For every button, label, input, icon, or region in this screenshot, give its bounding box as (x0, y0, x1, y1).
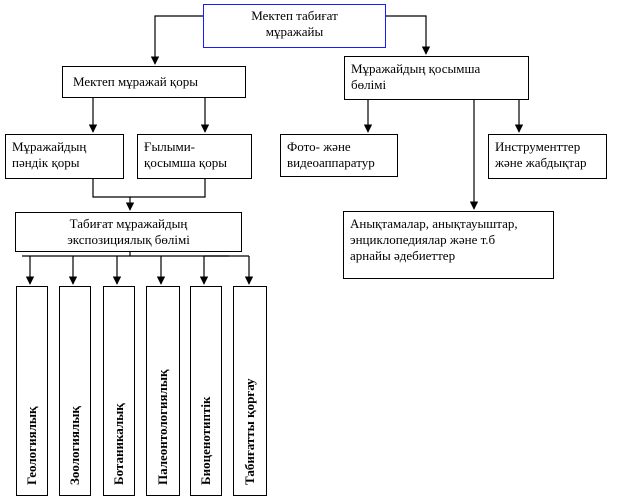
scientific-line2: қосымша қоры (144, 155, 227, 170)
section-paleontology-label: Палеонтологиялық (155, 369, 170, 485)
auxiliary-box: Мұражайдың қосымша бөлімі (344, 56, 529, 100)
root-box: Мектеп табиғат мұражайы (203, 4, 386, 48)
photo-line2: видеоаппаратур (287, 155, 375, 170)
exposition-line2: экспозициялық бөлімі (67, 232, 190, 247)
collection-box: Мектеп мұражай қоры (62, 66, 246, 98)
link-root-right (386, 15, 431, 55)
references-box: Анықтамалар, анықтауыштар, энциклопедиял… (343, 211, 554, 279)
exposition-box: Табиғат мұражайдың экспозициялық бөлімі (15, 212, 242, 252)
auxiliary-line1: Мұражайдың қосымша (351, 61, 481, 76)
section-botany: Ботаникалық (103, 286, 135, 496)
subject-line2: пәндік қоры (12, 155, 80, 170)
references-line3: арнайы әдебиеттер (350, 248, 456, 263)
section-nature-protection: Табиғатты қорғау (233, 286, 267, 496)
collection-title: Мектеп мұражай қоры (73, 74, 198, 89)
references-line2: энциклопедиялар және т.б (350, 232, 496, 247)
root-line2: мұражайы (265, 24, 324, 39)
link-scientific-exposition (130, 179, 206, 198)
subject-collection-box: Мұражайдың пәндік қоры (5, 134, 124, 179)
photo-line1: Фото- және (287, 139, 351, 154)
scientific-line1: Ғылыми- (144, 139, 195, 154)
section-biocenosis-label: Биоценотиптік (198, 396, 213, 485)
section-zoology: Зоологиялық (59, 286, 91, 496)
references-line1: Анықтамалар, анықтауыштар, (350, 216, 518, 231)
scientific-collection-box: Ғылыми- қосымша қоры (137, 134, 252, 179)
section-paleontology: Палеонтологиялық (146, 286, 180, 496)
instruments-box: Инструменттер және жабдықтар (488, 134, 607, 179)
auxiliary-line2: бөлімі (351, 77, 387, 92)
instruments-line2: және жабдықтар (495, 155, 587, 170)
link-root-left (150, 15, 203, 65)
subject-line1: Мұражайдың (12, 139, 87, 154)
section-zoology-label: Зоологиялық (67, 406, 82, 485)
exposition-line1: Табиғат мұражайдың (69, 216, 188, 231)
link-subject-exposition (92, 179, 135, 211)
instruments-line1: Инструменттер (495, 139, 581, 154)
section-geology: Геологиялық (16, 286, 48, 496)
root-line1: Мектеп табиғат (251, 8, 338, 23)
section-nature-protection-label: Табиғатты қорғау (242, 378, 257, 485)
photo-video-box: Фото- және видеоаппаратур (280, 134, 398, 177)
section-botany-label: Ботаникалық (111, 403, 126, 485)
section-biocenosis: Биоценотиптік (190, 286, 222, 496)
section-geology-label: Геологиялық (24, 406, 39, 485)
